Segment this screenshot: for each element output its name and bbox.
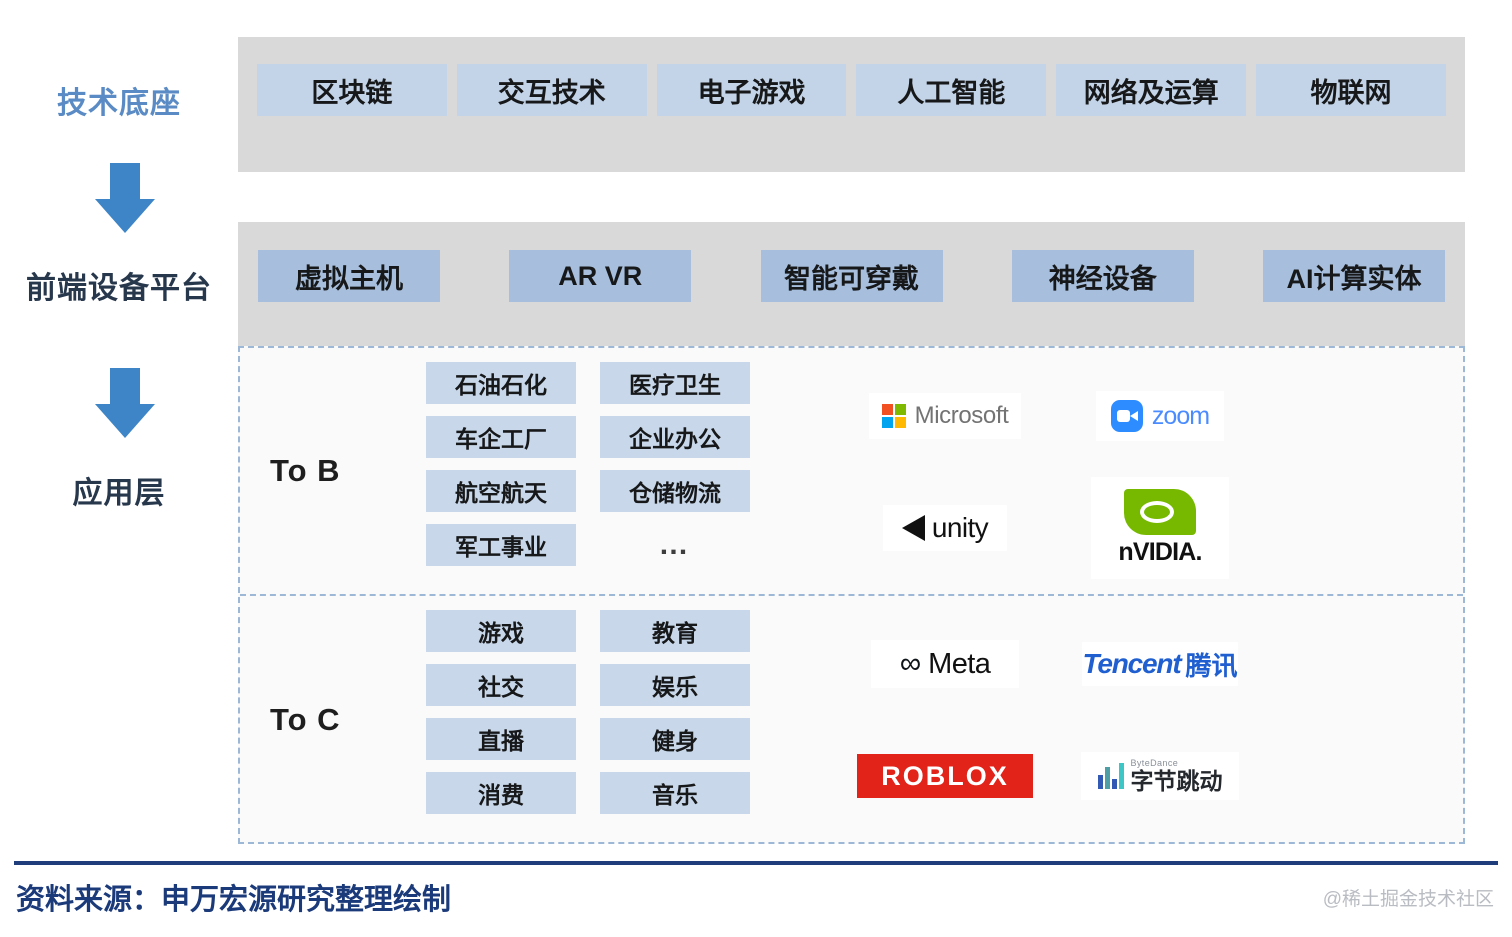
tag-healthcare[interactable]: 医疗卫生 <box>600 362 750 404</box>
device-tile-virtual-host[interactable]: 虚拟主机 <box>258 250 440 302</box>
tag-livestream[interactable]: 直播 <box>426 718 576 760</box>
tag-auto-factory[interactable]: 车企工厂 <box>426 416 576 458</box>
application-layer-panel: To B 石油石化 医疗卫生 车企工厂 企业办公 航空航天 仓储物流 军工事业 … <box>238 346 1465 844</box>
bytedance-bars-icon <box>1097 763 1124 789</box>
bytedance-text: ByteDance 字节跳动 <box>1131 759 1223 793</box>
tech-tile-network-compute[interactable]: 网络及运算 <box>1056 64 1247 116</box>
tech-tile-ai[interactable]: 人工智能 <box>856 64 1047 116</box>
device-layer-band: 虚拟主机 AR VR 智能可穿戴 神经设备 AI计算实体 <box>238 222 1465 346</box>
microsoft-wordmark: Microsoft <box>914 402 1009 429</box>
device-tile-ai-compute-entity[interactable]: AI计算实体 <box>1263 250 1445 302</box>
application-section-toc: To C 游戏 教育 社交 娱乐 直播 健身 消费 音乐 ∞ Meta Tenc… <box>240 596 1463 844</box>
logo-bytedance: ByteDance 字节跳动 <box>1081 752 1239 800</box>
tag-education[interactable]: 教育 <box>600 610 750 652</box>
tech-tile-blockchain[interactable]: 区块链 <box>257 64 447 116</box>
down-arrow-icon-2 <box>95 368 155 438</box>
zoom-camera-icon <box>1110 400 1143 432</box>
tag-games[interactable]: 游戏 <box>426 610 576 652</box>
arrow-shaft <box>110 368 140 406</box>
tag-aerospace[interactable]: 航空航天 <box>426 470 576 512</box>
tech-layer-band: 区块链 交互技术 电子游戏 人工智能 网络及运算 物联网 <box>238 37 1465 172</box>
logo-grid-toc: ∞ Meta Tencent 腾讯 ROBLOX ByteDance 字节跳动 <box>830 608 1260 832</box>
logo-unity: unity <box>883 505 1007 551</box>
source-note: 资料来源：申万宏源研究整理绘制 <box>16 884 452 916</box>
tag-social[interactable]: 社交 <box>426 664 576 706</box>
nvidia-wordmark: nVIDIA. <box>1118 538 1202 566</box>
logo-meta: ∞ Meta <box>871 640 1019 688</box>
tencent-wordmark-en: Tencent <box>1082 648 1182 679</box>
layer-rail: 技术底座 前端设备平台 应用层 <box>0 0 238 860</box>
unity-wordmark: unity <box>931 512 989 543</box>
section-title-toc: To C <box>270 702 341 737</box>
tag-consumption[interactable]: 消费 <box>426 772 576 814</box>
tag-oil-petrochem[interactable]: 石油石化 <box>426 362 576 404</box>
logo-roblox: ROBLOX <box>857 754 1033 798</box>
microsoft-squares-icon <box>881 404 906 428</box>
meta-infinity-icon: ∞ <box>899 647 922 680</box>
section-title-tob: To B <box>270 453 341 488</box>
logo-microsoft: Microsoft <box>869 393 1021 439</box>
rail-label-device: 前端设备平台 <box>26 272 212 305</box>
tag-defense-industry[interactable]: 军工事业 <box>426 524 576 566</box>
logo-tencent: Tencent 腾讯 <box>1082 642 1238 686</box>
device-tile-neural-device[interactable]: 神经设备 <box>1011 250 1194 302</box>
tag-grid-tob: 石油石化 医疗卫生 车企工厂 企业办公 航空航天 仓储物流 军工事业 … <box>426 362 750 566</box>
rail-label-application: 应用层 <box>72 477 166 510</box>
logo-zoom: zoom <box>1096 391 1224 441</box>
footer-divider <box>14 861 1498 865</box>
watermark: @稀土掘金技术社区 <box>1322 889 1494 910</box>
arrow-head <box>95 404 155 438</box>
roblox-wordmark: ROBLOX <box>881 760 1009 791</box>
bytedance-wordmark-cn: 字节跳动 <box>1130 768 1223 794</box>
tech-tile-interaction[interactable]: 交互技术 <box>456 64 647 116</box>
unity-cube-icon <box>901 515 925 541</box>
tech-tile-video-games[interactable]: 电子游戏 <box>656 64 847 116</box>
logo-grid-tob: Microsoft zoom unity nVIDIA. <box>830 360 1260 584</box>
tag-entertainment[interactable]: 娱乐 <box>600 664 750 706</box>
tag-more-ellipsis: … <box>658 528 692 561</box>
tag-music[interactable]: 音乐 <box>600 772 750 814</box>
tech-tile-row: 区块链 交互技术 电子游戏 人工智能 网络及运算 物联网 <box>238 64 1465 116</box>
arrow-head <box>95 199 155 233</box>
tag-warehouse-logistics[interactable]: 仓储物流 <box>600 470 750 512</box>
rail-label-tech: 技术底座 <box>57 87 181 120</box>
zoom-wordmark: zoom <box>1151 401 1210 430</box>
application-section-tob: To B 石油石化 医疗卫生 车企工厂 企业办公 航空航天 仓储物流 军工事业 … <box>240 348 1463 596</box>
meta-wordmark: Meta <box>928 647 991 680</box>
tech-tile-iot[interactable]: 物联网 <box>1256 64 1446 116</box>
device-tile-ar-vr[interactable]: AR VR <box>509 250 692 302</box>
tag-fitness[interactable]: 健身 <box>600 718 750 760</box>
device-tile-row: 虚拟主机 AR VR 智能可穿戴 神经设备 AI计算实体 <box>238 250 1465 302</box>
tag-grid-toc: 游戏 教育 社交 娱乐 直播 健身 消费 音乐 <box>426 610 750 814</box>
down-arrow-icon-1 <box>95 163 155 233</box>
device-tile-smart-wearable[interactable]: 智能可穿戴 <box>760 250 943 302</box>
nvidia-eye-icon <box>1124 489 1196 535</box>
tencent-wordmark-cn: 腾讯 <box>1185 650 1238 681</box>
tag-enterprise-office[interactable]: 企业办公 <box>600 416 750 458</box>
logo-nvidia: nVIDIA. <box>1091 477 1229 579</box>
arrow-shaft <box>110 163 140 201</box>
bytedance-wordmark-en: ByteDance <box>1130 758 1179 768</box>
